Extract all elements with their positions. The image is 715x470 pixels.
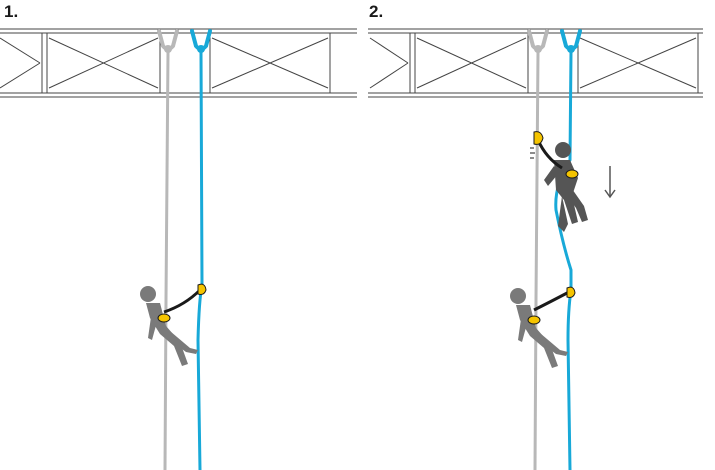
victim-person [510, 288, 568, 368]
primary-rope [196, 51, 204, 470]
backup-rope [533, 51, 540, 470]
rope-device-icon [566, 286, 576, 298]
truss-beam [0, 28, 357, 98]
lanyard [533, 290, 570, 312]
step-1-illustration [0, 28, 357, 470]
primary-rope [554, 51, 573, 470]
step-label: 2. [369, 2, 384, 21]
step-2-illustration [368, 28, 703, 470]
chest-device-icon [527, 315, 541, 325]
backup-rope [163, 51, 170, 470]
step-label: 1. [4, 2, 19, 21]
victim-person [140, 286, 198, 366]
anchor-connector-icon [157, 29, 179, 53]
chest-device-icon [565, 169, 579, 179]
down-arrow-icon [604, 166, 616, 199]
chest-device-icon [157, 313, 171, 323]
lanyard [163, 288, 202, 314]
panel-step-1: 1. [0, 0, 357, 470]
anchor-connector-icon [560, 29, 582, 53]
rescuer-person [544, 142, 588, 232]
anchor-connector-icon [527, 29, 549, 53]
rope-device-icon [533, 131, 544, 145]
motion-lines [530, 147, 535, 159]
panel-step-2: 2. [358, 0, 715, 470]
anchor-connector-icon [190, 29, 212, 53]
rope-device-icon [197, 283, 207, 295]
truss-beam [368, 28, 703, 98]
